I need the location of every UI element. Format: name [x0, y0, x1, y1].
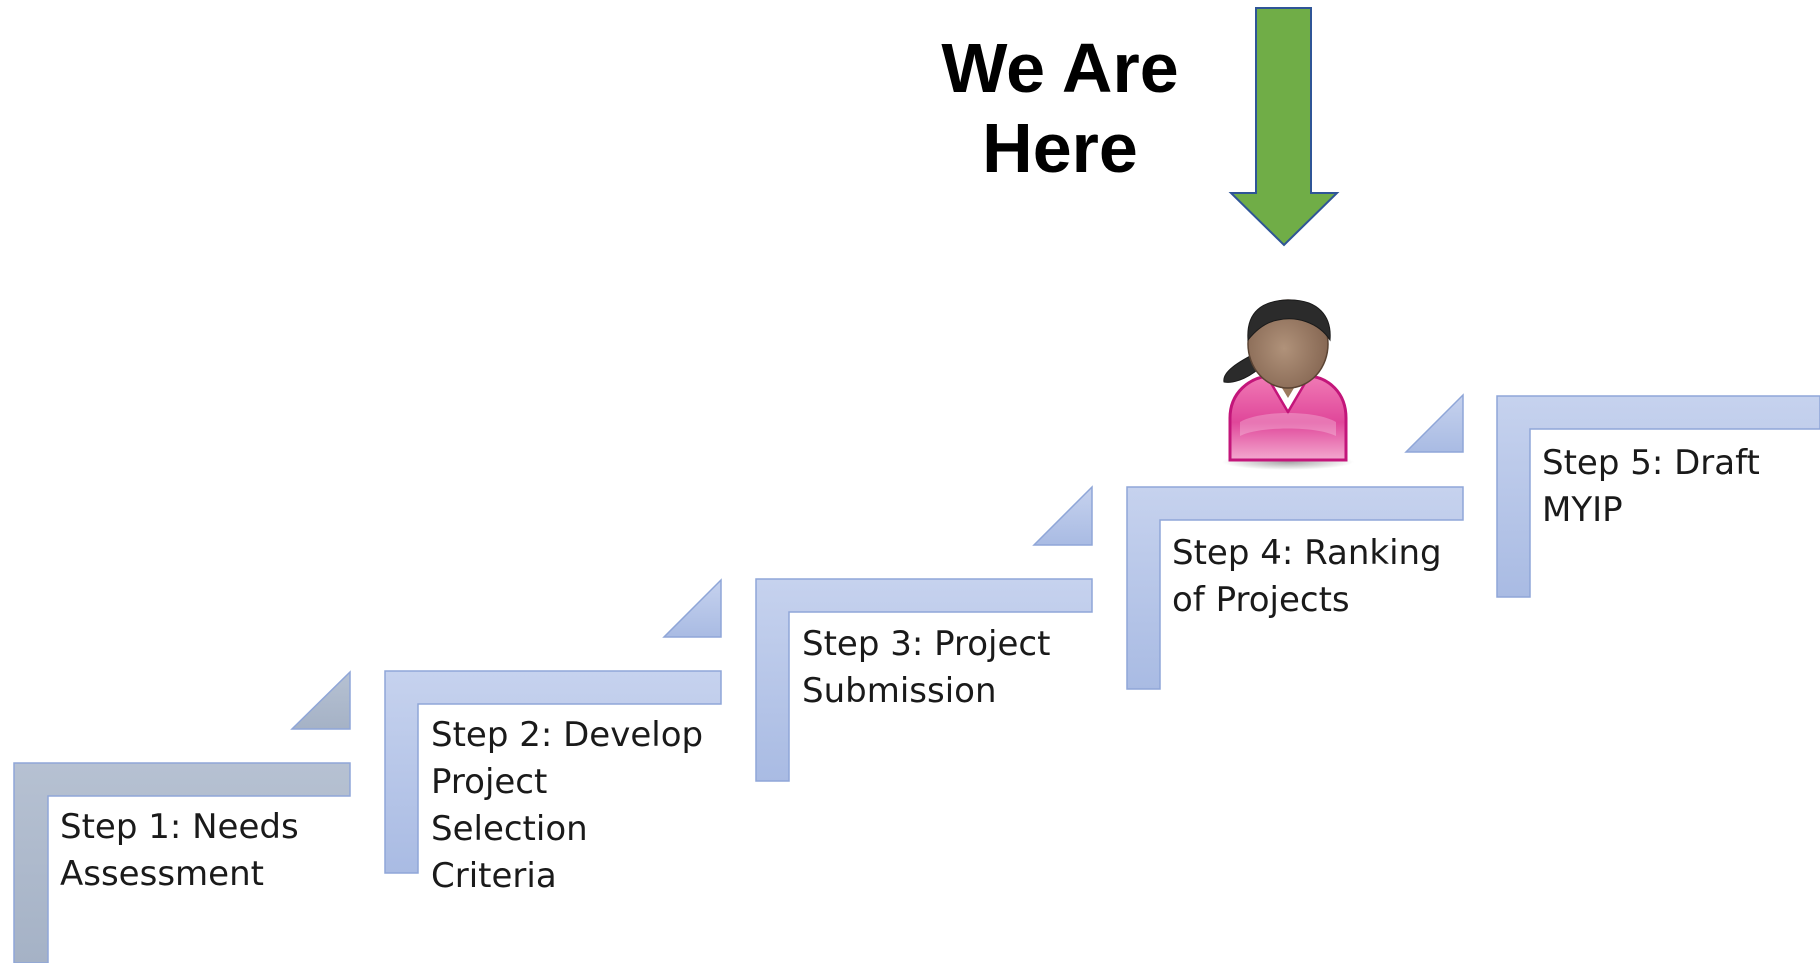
person-icon: [1222, 299, 1354, 470]
step-2-label: Step 2: Develop Project Selection Criter…: [431, 712, 703, 900]
step-3-shape: [755, 578, 1093, 782]
step-4-label-line: of Projects: [1172, 580, 1350, 620]
step-2-label-line: Project: [431, 762, 548, 802]
step-2-label-line: Step 2: Develop: [431, 715, 704, 755]
step-1-label: Step 1: Needs Assessment: [60, 804, 299, 898]
step-4-label: Step 4: Ranking of Projects: [1172, 530, 1442, 624]
step-4-shape: [1126, 486, 1464, 690]
step-3-riser-triangle: [662, 578, 722, 638]
step-2-shape: [384, 670, 722, 874]
step-4-riser-triangle: [1032, 485, 1093, 546]
we-are-here-headline: We Are Here: [890, 28, 1230, 188]
step-3-label: Step 3: Project Submission: [802, 621, 1050, 715]
step-5-riser-triangle: [1404, 393, 1464, 453]
step-5-shape: [1496, 395, 1820, 598]
step-1-label-line: Step 1: Needs: [60, 807, 299, 847]
down-arrow-icon: [1228, 7, 1340, 247]
headline-line-1: We Are: [941, 29, 1179, 107]
step-5-label: Step 5: Draft MYIP: [1542, 440, 1760, 534]
step-2-label-line: Selection: [431, 809, 588, 849]
step-1-shape: [13, 762, 351, 963]
step-3-label-line: Step 3: Project: [802, 624, 1051, 664]
step-2-riser-triangle: [290, 670, 351, 730]
step-1-label-line: Assessment: [60, 854, 264, 894]
step-5-label-line: MYIP: [1542, 490, 1623, 530]
step-2-label-line: Criteria: [431, 856, 557, 896]
step-5-label-line: Step 5: Draft: [1542, 443, 1760, 483]
headline-line-2: Here: [982, 109, 1138, 187]
step-4-label-line: Step 4: Ranking: [1172, 533, 1442, 573]
step-3-label-line: Submission: [802, 671, 997, 711]
